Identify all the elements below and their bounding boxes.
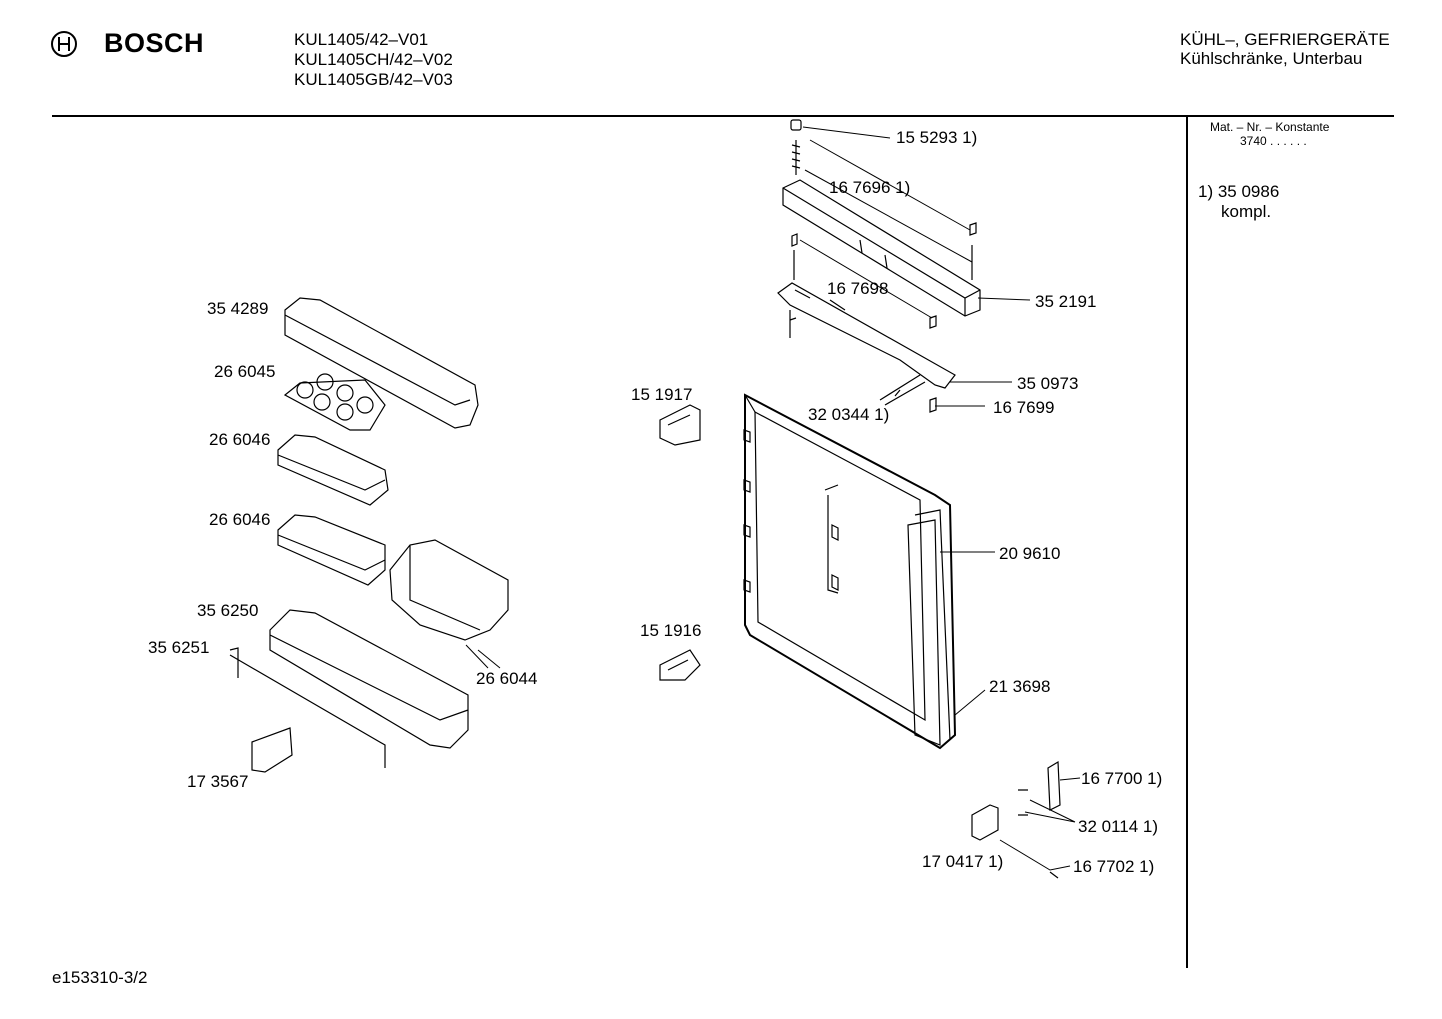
part-label-354289: 35 4289 [207,299,269,318]
footnote: 1) 35 0986 kompl. [1198,182,1279,222]
part-label-266045: 26 6045 [214,362,276,381]
header-rule [52,115,1394,117]
bosch-logo-icon [51,31,77,57]
top-bar-drawing [782,179,981,317]
material-constant: Mat. – Nr. – Konstante 3740 . . . . . . [1210,120,1329,148]
sidebar-rule [1186,116,1188,968]
part-label-356250: 35 6250 [197,601,259,620]
part-label-266046-b: 26 6046 [209,510,271,529]
model-1: KUL1405/42–V01 [294,30,429,49]
screws-drawing [789,119,977,413]
part-label-320114: 32 0114 1) [1078,817,1159,836]
model-2: KUL1405CH/42–V02 [294,50,453,69]
part-label-266044: 26 6044 [476,669,538,688]
part-label-151916: 15 1916 [640,621,702,640]
hinge-bracket-drawing [777,282,956,389]
part-label-352191: 35 2191 [1035,292,1097,311]
part-label-266046-a: 26 6046 [209,430,271,449]
part-label-151917: 15 1917 [631,385,693,404]
door-shelves-drawing [229,297,509,773]
model-list: KUL1405/42–V01 KUL1405CH/42–V02 KUL1405G… [294,30,453,90]
part-label-173567: 17 3567 [187,772,249,791]
hinge-clip-drawing [659,404,701,681]
part-label-167702: 16 7702 1) [1073,857,1155,876]
part-label-320344: 32 0344 1) [808,405,890,424]
category-title: KÜHL–, GEFRIERGERÄTE Kühlschränke, Unter… [1180,30,1390,68]
part-label-209610: 20 9610 [999,544,1061,563]
model-3: KUL1405GB/42–V03 [294,70,453,89]
footnote-line-1: 1) 35 0986 [1198,182,1280,201]
mat-label: Mat. – Nr. – Konstante [1210,120,1330,134]
part-label-350973: 35 0973 [1017,374,1079,393]
part-label-167699: 16 7699 [993,398,1055,417]
leader-lines [465,126,1081,871]
part-label-167696: 16 7696 1) [829,178,911,197]
document-id: e153310-3/2 [52,968,148,987]
brand-name: BOSCH [104,28,205,58]
part-label-167700: 16 7700 1) [1081,769,1163,788]
part-label-213698: 21 3698 [989,677,1051,696]
part-label-356251: 35 6251 [148,638,210,657]
footnote-line-2: kompl. [1221,202,1272,221]
part-label-155293: 15 5293 1) [896,128,978,147]
category-line-1: KÜHL–, GEFRIERGERÄTE [1180,30,1390,49]
category-line-2: Kühlschränke, Unterbau [1180,49,1363,68]
part-label-170417: 17 0417 1) [922,852,1004,871]
part-label-167698: 16 7698 [827,279,889,298]
lower-hinge-drawing [971,760,1061,879]
mat-value: 3740 . . . . . . [1240,134,1307,148]
door-frame-drawing [743,393,957,750]
